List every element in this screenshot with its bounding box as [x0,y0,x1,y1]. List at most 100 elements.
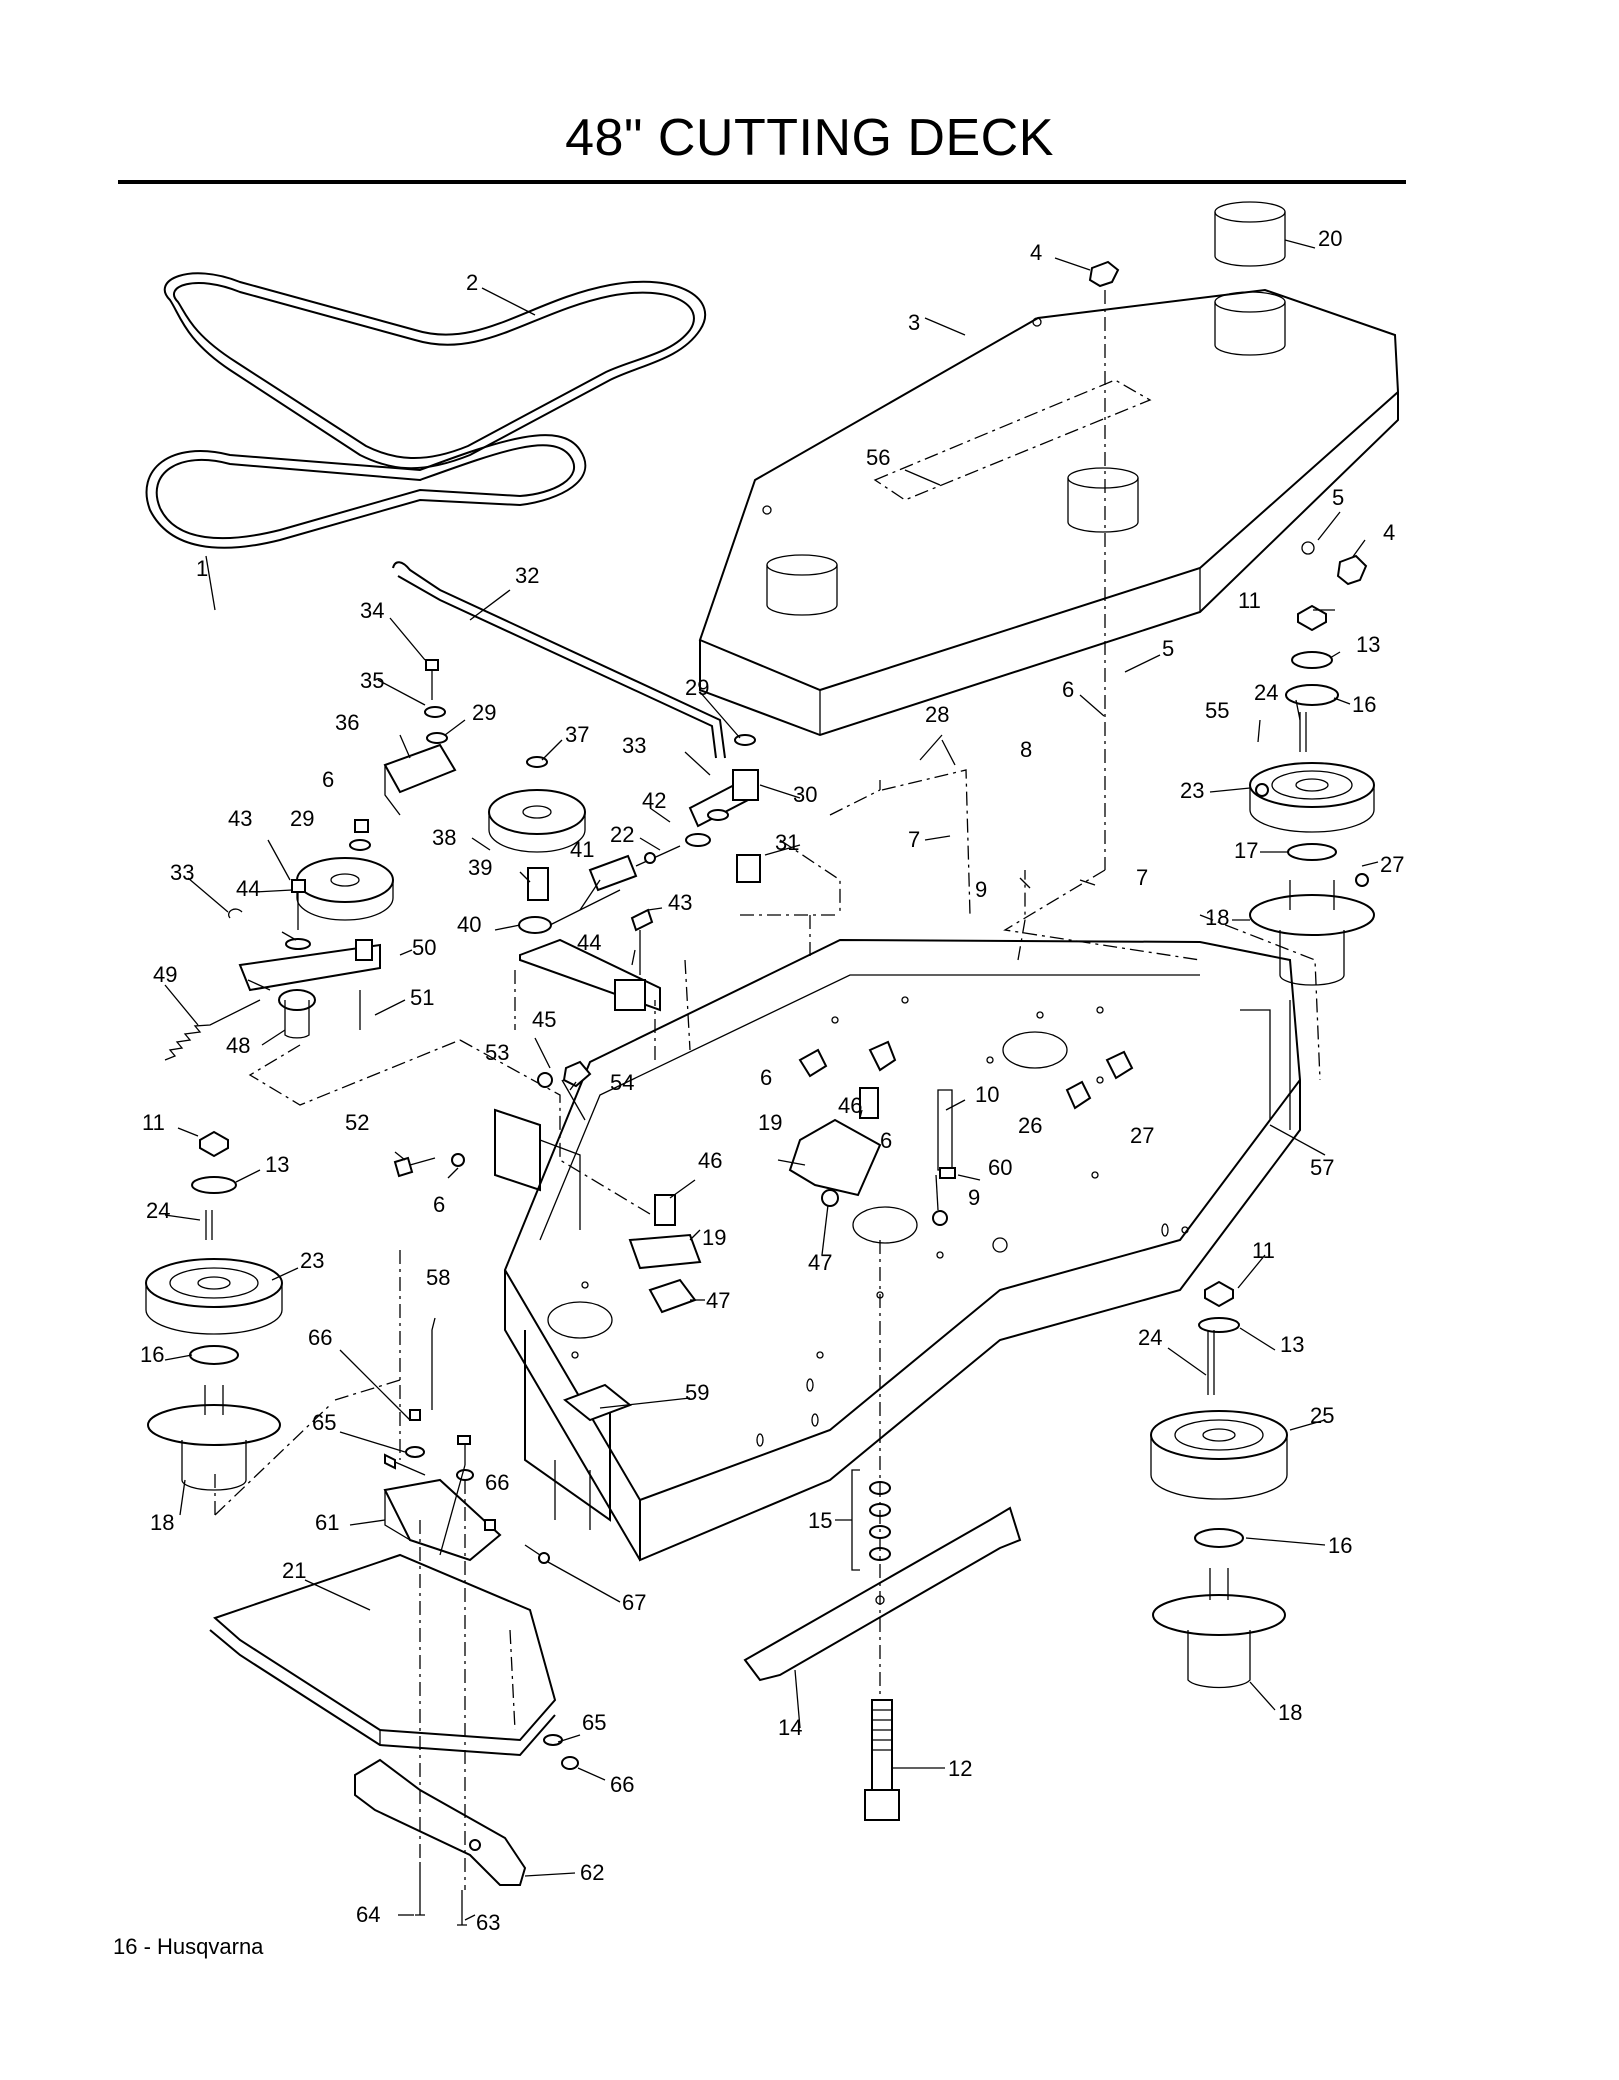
callout-67: 67 [622,1590,646,1615]
callout-19: 19 [758,1110,782,1135]
callout-11: 11 [142,1110,165,1135]
callout-21: 21 [282,1558,306,1583]
callout-16: 16 [1352,692,1376,717]
callout-24: 24 [1254,680,1278,705]
callout-57: 57 [1310,1155,1334,1180]
callout-34: 34 [360,598,384,623]
callout-9: 9 [968,1185,980,1210]
callout-5: 5 [1332,485,1344,510]
callout-62: 62 [580,1860,604,1885]
callout-44: 44 [577,930,601,955]
callout-39: 39 [468,855,492,880]
callout-38: 38 [432,825,456,850]
callout-18: 18 [150,1510,174,1535]
idler-bracket [383,743,457,816]
callout-61: 61 [315,1510,339,1535]
callout-47: 47 [808,1250,832,1275]
callout-29: 29 [290,806,314,831]
callout-6: 6 [1062,677,1074,702]
callout-4: 4 [1383,520,1395,545]
callout-66: 66 [485,1470,509,1495]
callout-49: 49 [153,962,177,987]
callout-58: 58 [426,1265,450,1290]
callout-46: 46 [698,1148,722,1173]
deck-housing [393,938,1302,1562]
callout-12: 12 [948,1756,972,1781]
callout-10: 10 [975,1082,999,1107]
callout-54: 54 [610,1070,634,1095]
callout-60: 60 [988,1155,1012,1180]
callout-7: 7 [908,827,920,852]
callout-3: 3 [908,310,920,335]
callout-27: 27 [1130,1123,1154,1148]
right-spindle-lower [1150,1280,1288,1689]
idler-pulley-lower [296,819,394,921]
callout-11: 11 [1252,1238,1275,1263]
discharge-chute [209,1553,557,1757]
callout-9: 9 [975,877,987,902]
callout-63: 63 [476,1910,500,1935]
callout-31: 31 [775,830,799,855]
callout-64: 64 [356,1902,380,1927]
callout-45: 45 [532,1007,556,1032]
tension-rod [392,561,726,759]
callout-42: 42 [642,788,666,813]
callout-66: 66 [308,1325,332,1350]
leader-lines [164,239,1379,1921]
sleeve-left [766,554,838,616]
callout-44: 44 [236,876,260,901]
callout-6: 6 [880,1128,892,1153]
callout-41: 41 [570,837,594,862]
callout-24: 24 [146,1198,170,1223]
callout-59: 59 [685,1380,709,1405]
callout-43: 43 [668,890,692,915]
sleeve-center [1067,467,1139,533]
callout-6: 6 [760,1065,772,1090]
callout-13: 13 [1356,632,1380,657]
chute-deflector-rod [354,1758,527,1886]
title-rule [118,180,1406,184]
callout-2: 2 [466,270,478,295]
callout-24: 24 [1138,1325,1162,1350]
chute-hinge [383,1453,502,1562]
page-footer: 16 - Husqvarna [113,1934,264,1959]
callout-40: 40 [457,912,481,937]
callout-43: 43 [228,806,252,831]
callout-26: 26 [1018,1113,1042,1138]
callout-55: 55 [1205,698,1229,723]
callout-30: 30 [793,782,817,807]
callout-53: 53 [485,1040,509,1065]
callout-50: 50 [412,935,436,960]
callout-52: 52 [345,1110,369,1135]
left-spindle [145,1130,283,1491]
callout-65: 65 [582,1710,606,1735]
callout-6: 6 [322,767,334,792]
idler-pulley-upper [488,756,586,853]
washer-stack [851,1469,891,1571]
callout-13: 13 [265,1152,289,1177]
callout-46: 46 [838,1093,862,1118]
callout-33: 33 [170,860,194,885]
knob-top [1088,260,1120,288]
callout-1: 1 [196,556,208,581]
page-title: 48" CUTTING DECK [565,109,1054,167]
callout-48: 48 [226,1033,250,1058]
callout-17: 17 [1234,838,1258,863]
callout-51: 51 [410,985,434,1010]
callout-29: 29 [472,700,496,725]
knob-right [1336,554,1368,586]
callout-13: 13 [1280,1332,1304,1357]
callout-25: 25 [1310,1403,1334,1428]
callout-66: 66 [610,1772,634,1797]
callout-28: 28 [925,702,949,727]
callout-29: 29 [685,675,709,700]
callout-6: 6 [433,1192,445,1217]
callout-37: 37 [565,722,589,747]
callout-22: 22 [610,822,634,847]
sleeve-right [1214,291,1286,356]
callout-labels: 1 2 3 4 4 5 5 6 6 6 6 6 7 7 8 9 9 10 11 … [140,226,1404,1935]
callout-5: 5 [1162,636,1174,661]
callout-4: 4 [1030,240,1042,265]
callout-23: 23 [300,1248,324,1273]
